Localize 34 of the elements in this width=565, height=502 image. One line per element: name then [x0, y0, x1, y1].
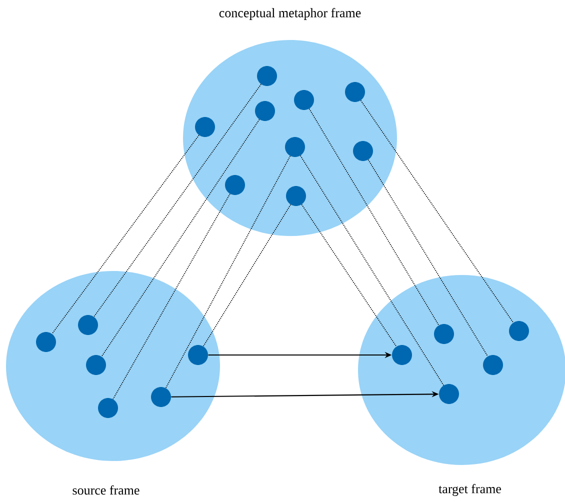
- dot: [285, 137, 305, 157]
- dot: [36, 332, 56, 352]
- mapping-line: [368, 159, 488, 357]
- frame-label: target frame: [438, 484, 501, 496]
- mapping-line: [101, 119, 260, 357]
- dot: [434, 324, 454, 344]
- dot: [353, 141, 373, 161]
- dot: [286, 186, 306, 206]
- dot: [439, 384, 459, 404]
- frame-label: conceptual metaphor frame: [219, 8, 361, 20]
- dot: [294, 90, 314, 110]
- dot: [509, 321, 529, 341]
- dot: [392, 345, 412, 365]
- mapping-line: [112, 193, 230, 400]
- mapping-line: [52, 134, 200, 334]
- dot: [98, 398, 118, 418]
- mapping-line: [301, 204, 397, 347]
- mapping-line: [165, 156, 291, 388]
- dot: [255, 101, 275, 121]
- dot: [86, 355, 106, 375]
- dot: [151, 387, 171, 407]
- dot: [483, 355, 503, 375]
- dot: [195, 117, 215, 137]
- dot: [257, 66, 277, 86]
- dot: [78, 315, 98, 335]
- dot: [345, 82, 365, 102]
- dot: [225, 175, 245, 195]
- dot: [188, 345, 208, 365]
- mapping-line: [300, 155, 444, 386]
- mapping-line: [360, 100, 514, 324]
- frame-label: source frame: [72, 485, 140, 495]
- mapping-line: [94, 84, 262, 318]
- mapping-line: [308, 108, 440, 326]
- mapping-line: [202, 204, 292, 347]
